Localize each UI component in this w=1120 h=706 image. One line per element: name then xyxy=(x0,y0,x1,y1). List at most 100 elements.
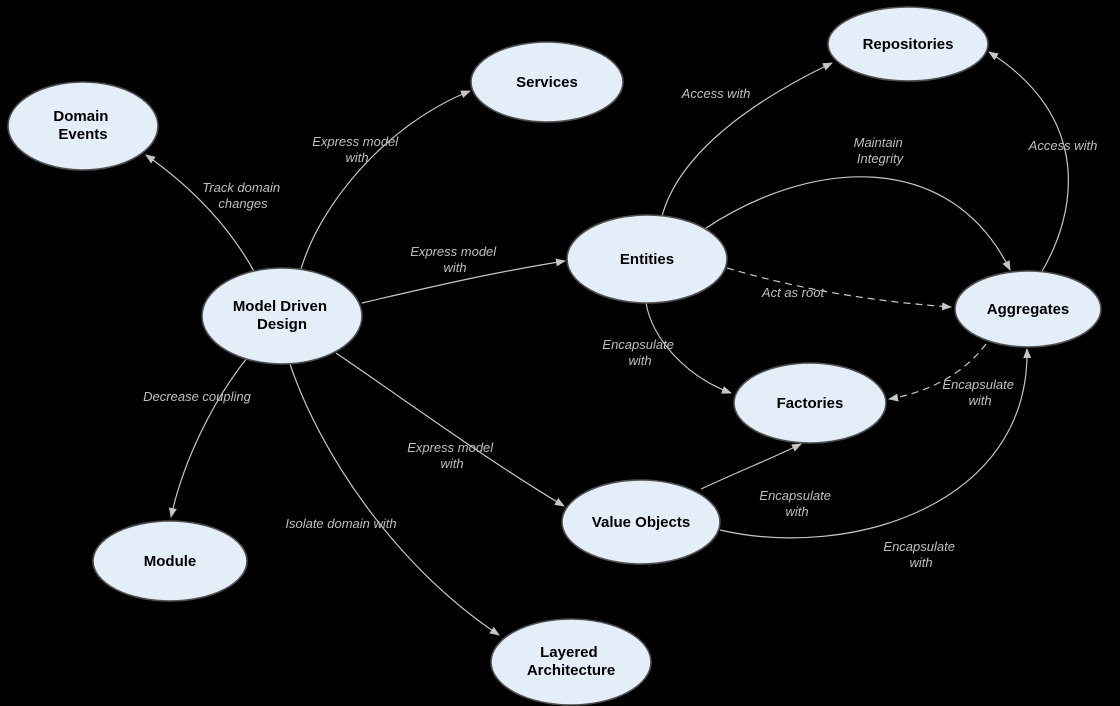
node-label: Repositories xyxy=(863,36,954,53)
label-line-2: Events xyxy=(58,126,107,143)
label-line-2: with xyxy=(909,555,932,570)
label-line-1: Express model xyxy=(312,134,399,149)
edge-act-as-root: Act as root xyxy=(726,267,952,311)
edge-label: Encapsulate with xyxy=(942,377,1017,408)
label-line-2: with xyxy=(345,150,368,165)
node-ellipse xyxy=(490,618,652,706)
edge-path xyxy=(145,154,256,274)
edge-path xyxy=(661,62,833,217)
node-label: Model Driven Design xyxy=(233,298,331,333)
label-line-1: Decrease coupling xyxy=(143,389,251,404)
label-line-1: Module xyxy=(144,553,197,570)
label-line-1: Access with xyxy=(681,86,751,101)
label-line-1: Encapsulate xyxy=(942,377,1014,392)
node-label: Layered Architecture xyxy=(527,644,615,679)
edge-label: Access with xyxy=(681,86,751,101)
node-model-driven-design: Model Driven Design xyxy=(201,267,363,365)
label-line-1: Isolate domain with xyxy=(285,516,396,531)
node-aggregates: Aggregates xyxy=(954,270,1102,348)
label-line-1: Express model xyxy=(410,244,497,259)
edge-maintain-integrity: Maintain Integrity xyxy=(702,135,1011,271)
label-line-1: Access with xyxy=(1028,138,1098,153)
edge-express-model-with-services: Express model with xyxy=(300,90,471,270)
label-line-2: Design xyxy=(257,316,307,333)
edge-label: Express model with xyxy=(312,134,402,165)
node-repositories: Repositories xyxy=(827,6,989,82)
edge-label: Isolate domain with xyxy=(285,516,396,531)
edge-path xyxy=(702,176,1011,271)
edge-path xyxy=(988,51,1069,274)
label-line-2: with xyxy=(785,504,808,519)
node-factories: Factories xyxy=(733,362,887,444)
label-line-1: Aggregates xyxy=(987,301,1070,318)
node-label: Module xyxy=(144,553,197,570)
label-line-2: with xyxy=(968,393,991,408)
edge-path xyxy=(335,352,565,507)
node-label: Entities xyxy=(620,251,674,268)
edge-path xyxy=(300,90,471,270)
label-line-1: Express model xyxy=(407,440,494,455)
label-line-1: Repositories xyxy=(863,36,954,53)
node-label: Services xyxy=(516,74,578,91)
node-label: Aggregates xyxy=(987,301,1070,318)
label-line-1: Encapsulate xyxy=(602,337,674,352)
label-line-1: Factories xyxy=(777,395,844,412)
node-entities: Entities xyxy=(566,214,728,304)
edge-path xyxy=(726,267,952,311)
edge-path xyxy=(361,258,566,304)
label-line-2: with xyxy=(440,456,463,471)
label-line-2: with xyxy=(443,260,466,275)
edge-access-with-aggregates-repositories: Access with xyxy=(988,51,1098,274)
label-line-2: Architecture xyxy=(527,662,615,679)
edge-label: Express model with xyxy=(410,244,500,275)
edge-label: Track domain changes xyxy=(202,180,283,211)
edge-label: Encapsulate with xyxy=(602,337,677,368)
node-ellipse xyxy=(470,41,624,123)
edge-label: Express model with xyxy=(407,440,497,471)
label-line-1: Services xyxy=(516,74,578,91)
label-line-1: Act as root xyxy=(761,285,826,300)
label-line-1: Track domain xyxy=(202,180,280,195)
node-label: Domain Events xyxy=(53,108,112,143)
edge-label: Encapsulate with xyxy=(883,539,958,570)
label-line-1: Value Objects xyxy=(592,514,690,531)
node-ellipse xyxy=(92,520,248,602)
edges-layer: Track domain changes Express model with … xyxy=(143,51,1098,636)
edge-express-model-with-value-objects: Express model with xyxy=(335,352,565,507)
node-ellipse xyxy=(561,479,721,565)
label-line-1: Domain xyxy=(53,108,108,125)
node-ellipse xyxy=(7,81,159,171)
label-line-1: Layered xyxy=(540,644,598,661)
edge-path xyxy=(700,443,802,490)
edge-label: Decrease coupling xyxy=(143,389,251,404)
edge-label: Access with xyxy=(1028,138,1098,153)
label-line-2: changes xyxy=(218,196,268,211)
label-line-1: Encapsulate xyxy=(883,539,955,554)
edge-encapsulate-with-value-objects-factories: Encapsulate with xyxy=(700,443,834,519)
edge-encapsulate-with-entities-factories: Encapsulate with xyxy=(602,302,732,394)
node-ellipse xyxy=(566,214,728,304)
label-line-1: Model Driven xyxy=(233,298,327,315)
edge-label: Maintain Integrity xyxy=(854,135,907,166)
edge-label: Encapsulate with xyxy=(759,488,834,519)
node-ellipse xyxy=(954,270,1102,348)
edge-label: Act as root xyxy=(761,285,826,300)
node-value-objects: Value Objects xyxy=(561,479,721,565)
node-ellipse xyxy=(201,267,363,365)
label-line-2: with xyxy=(628,353,651,368)
nodes-layer: Domain Events Services Repositories Mode… xyxy=(7,6,1102,706)
node-layered-architecture: Layered Architecture xyxy=(490,618,652,706)
edge-path xyxy=(888,343,987,402)
edge-track-domain-changes: Track domain changes xyxy=(145,154,283,274)
edge-path xyxy=(719,348,1032,539)
edge-path xyxy=(169,357,248,518)
label-line-1: Encapsulate xyxy=(759,488,831,503)
label-line-1: Entities xyxy=(620,251,674,268)
node-module: Module xyxy=(92,520,248,602)
node-label: Value Objects xyxy=(592,514,690,531)
edge-encapsulate-with-aggregates-factories: Encapsulate with xyxy=(888,343,1017,408)
node-services: Services xyxy=(470,41,624,123)
edge-access-with-entities-repositories: Access with xyxy=(661,62,833,217)
node-ellipse xyxy=(733,362,887,444)
